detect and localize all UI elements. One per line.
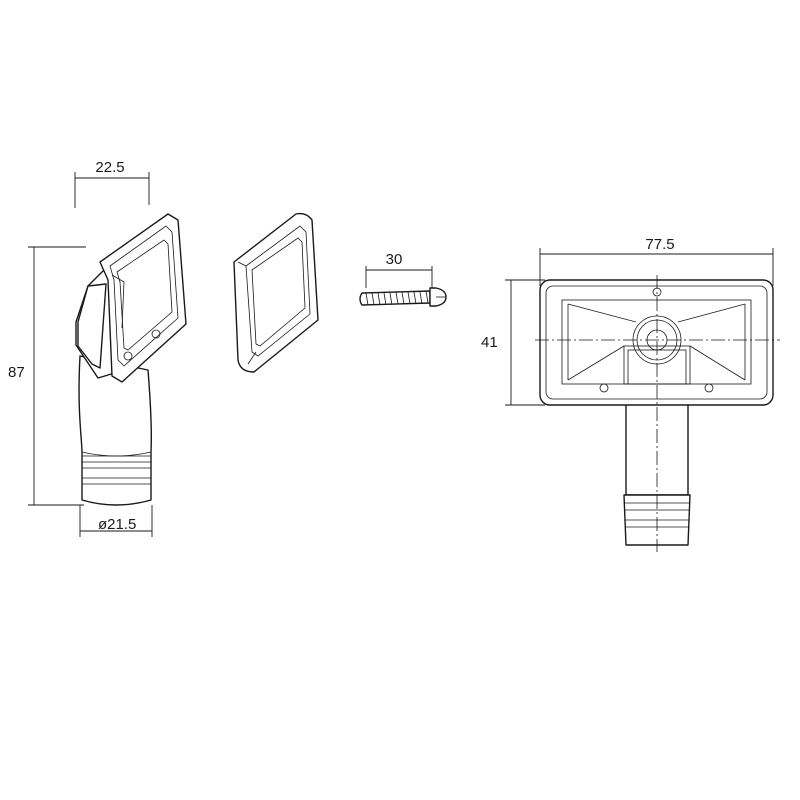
front-screw-hole-right bbox=[704, 383, 714, 393]
dimension-side-width: 22.5 bbox=[74, 159, 150, 208]
side-screw-hole-2 bbox=[123, 351, 133, 361]
dimension-front-height: 41 bbox=[481, 279, 545, 406]
front-width-label: 77.5 bbox=[645, 236, 674, 253]
side-flange bbox=[99, 213, 187, 383]
front-bowl bbox=[561, 299, 752, 385]
front-flange-outer bbox=[539, 279, 774, 406]
screw-length-label: 30 bbox=[386, 251, 403, 268]
side-screw-hole-1 bbox=[151, 329, 161, 339]
cover-frame bbox=[233, 212, 319, 373]
side-height-label: 87 bbox=[8, 364, 25, 381]
pipe-diameter-label: ø21.5 bbox=[98, 516, 136, 533]
front-height-label: 41 bbox=[481, 334, 498, 351]
dimension-front-width: 77.5 bbox=[539, 236, 774, 286]
side-width-label: 22.5 bbox=[95, 159, 124, 176]
dimension-side-height: 87 bbox=[8, 246, 86, 506]
screw: 30 bbox=[359, 251, 447, 307]
front-screw-hole-left bbox=[599, 383, 609, 393]
side-body bbox=[75, 269, 130, 379]
front-view: 77.5 41 bbox=[481, 236, 780, 552]
side-view: 22.5 87 ø21.5 bbox=[8, 159, 187, 537]
side-spigot bbox=[78, 355, 152, 506]
front-flange-inner bbox=[545, 285, 768, 400]
dimension-screw-length: 30 bbox=[365, 251, 433, 288]
dimension-pipe-diameter: ø21.5 bbox=[79, 505, 153, 537]
